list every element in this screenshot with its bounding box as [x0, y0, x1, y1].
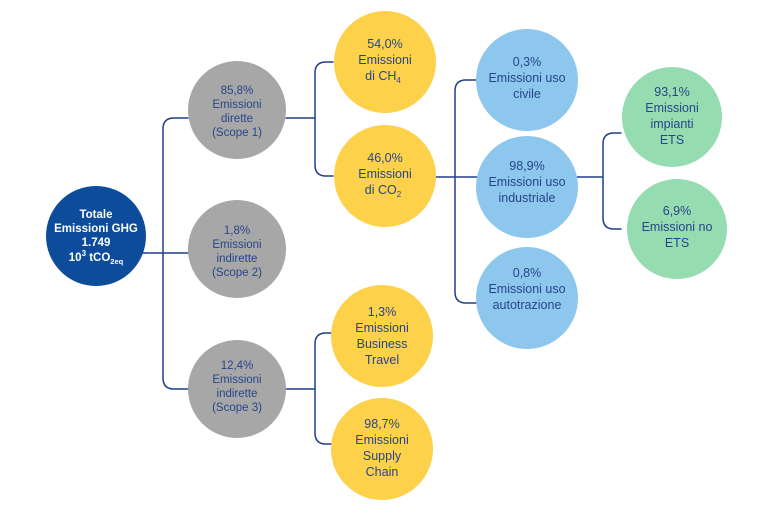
automotive-use-label-2: autotrazione	[493, 298, 562, 312]
scope1-percent: 85,8%	[221, 85, 254, 97]
automotive-use-percent: 0,8%	[513, 266, 542, 280]
scope1-label-3: (Scope 1)	[212, 127, 262, 139]
scope3-label-3: (Scope 3)	[212, 402, 262, 414]
ch4-label-1: Emissioni	[358, 53, 412, 67]
connector-co2-to-uses	[431, 79, 478, 304]
total-unit-text: tCO	[86, 252, 110, 264]
node-ch4: 54,0% Emissioni di CH4	[334, 11, 436, 113]
ets-plants-percent: 93,1%	[654, 85, 689, 99]
scope3-label-1: Emissioni	[212, 374, 261, 386]
total-value: 1.749	[82, 237, 111, 249]
total-label-2: Emissioni GHG	[54, 223, 138, 235]
total-unit-exponent: 3	[82, 249, 87, 258]
ch4-percent: 54,0%	[367, 37, 402, 51]
node-automotive-use-circle	[476, 247, 578, 349]
node-total-emissions-circle	[46, 186, 146, 286]
no-ets-label-1: Emissioni no	[642, 220, 713, 234]
civil-use-label-2: civile	[513, 87, 541, 101]
node-automotive-use: 0,8% Emissioni uso autotrazione	[476, 247, 578, 349]
node-scope2-circle	[188, 200, 286, 298]
co2-label-2-main: di CO	[365, 183, 397, 197]
node-scope2: 1,8% Emissioni indirette (Scope 2)	[188, 200, 286, 298]
connector-scope3-to-categories	[285, 332, 334, 445]
co2-label-1: Emissioni	[358, 167, 412, 181]
node-co2: 46,0% Emissioni di CO2	[334, 125, 436, 227]
connectors	[138, 61, 622, 445]
node-supply-chain: 98,7% Emissioni Supply Chain	[331, 398, 433, 500]
scope3-percent: 12,4%	[221, 360, 254, 372]
node-ets-plants-circle	[622, 67, 722, 167]
node-no-ets: 6,9% Emissioni no ETS	[627, 179, 727, 279]
civil-use-label-1: Emissioni uso	[488, 71, 565, 85]
scope2-percent: 1,8%	[224, 225, 250, 237]
node-business-travel-circle	[331, 285, 433, 387]
connector-scope1-to-gases	[285, 61, 334, 177]
node-supply-chain-circle	[331, 398, 433, 500]
civil-use-percent: 0,3%	[513, 55, 542, 69]
node-no-ets-circle	[627, 179, 727, 279]
supply-chain-label-2: Supply	[363, 449, 402, 463]
scope2-label-3: (Scope 2)	[212, 267, 262, 279]
total-unit-base: 10	[69, 252, 82, 264]
ets-plants-label-2: impianti	[650, 117, 693, 131]
business-travel-label-3: Travel	[365, 353, 399, 367]
ch4-label-2-sub: 4	[396, 76, 401, 85]
node-co2-circle	[334, 125, 436, 227]
node-scope3-circle	[188, 340, 286, 438]
node-scope3: 12,4% Emissioni indirette (Scope 3)	[188, 340, 286, 438]
ch4-label-2-main: di CH	[365, 69, 396, 83]
co2-percent: 46,0%	[367, 151, 402, 165]
scope2-label-1: Emissioni	[212, 239, 261, 251]
node-industrial-use: 98,9% Emissioni uso industriale	[476, 136, 578, 238]
ets-plants-label-3: ETS	[660, 133, 684, 147]
co2-label-2-sub: 2	[397, 190, 402, 199]
co2-label-2: di CO2	[365, 183, 402, 199]
business-travel-percent: 1,3%	[368, 305, 397, 319]
node-scope1: 85,8% Emissioni dirette (Scope 1)	[188, 61, 286, 159]
node-business-travel: 1,3% Emissioni Business Travel	[331, 285, 433, 387]
supply-chain-label-3: Chain	[366, 465, 399, 479]
scope3-label-2: indirette	[217, 388, 258, 400]
total-unit: 103 tCO2eq	[69, 249, 124, 266]
node-industrial-use-circle	[476, 136, 578, 238]
total-unit-subscript: 2eq	[110, 257, 123, 266]
connector-root-to-scopes	[138, 117, 189, 390]
industrial-use-label-2: industriale	[499, 191, 556, 205]
node-civil-use-circle	[476, 29, 578, 131]
business-travel-label-1: Emissioni	[355, 321, 409, 335]
industrial-use-percent: 98,9%	[509, 159, 544, 173]
scope2-label-2: indirette	[217, 253, 258, 265]
no-ets-percent: 6,9%	[663, 204, 692, 218]
ch4-label-2: di CH4	[365, 69, 401, 85]
industrial-use-label-1: Emissioni uso	[488, 175, 565, 189]
scope1-label-2: dirette	[221, 113, 253, 125]
node-ch4-circle	[334, 11, 436, 113]
ets-plants-label-1: Emissioni	[645, 101, 699, 115]
supply-chain-label-1: Emissioni	[355, 433, 409, 447]
connector-industrial-to-ets	[576, 132, 622, 230]
node-scope1-circle	[188, 61, 286, 159]
node-ets-plants: 93,1% Emissioni impianti ETS	[622, 67, 722, 167]
automotive-use-label-1: Emissioni uso	[488, 282, 565, 296]
no-ets-label-2: ETS	[665, 236, 689, 250]
business-travel-label-2: Business	[357, 337, 408, 351]
node-total-emissions: Totale Emissioni GHG 1.749 103 tCO2eq	[46, 186, 146, 286]
node-civil-use: 0,3% Emissioni uso civile	[476, 29, 578, 131]
scope1-label-1: Emissioni	[212, 99, 261, 111]
total-label-1: Totale	[79, 209, 112, 221]
supply-chain-percent: 98,7%	[364, 417, 399, 431]
